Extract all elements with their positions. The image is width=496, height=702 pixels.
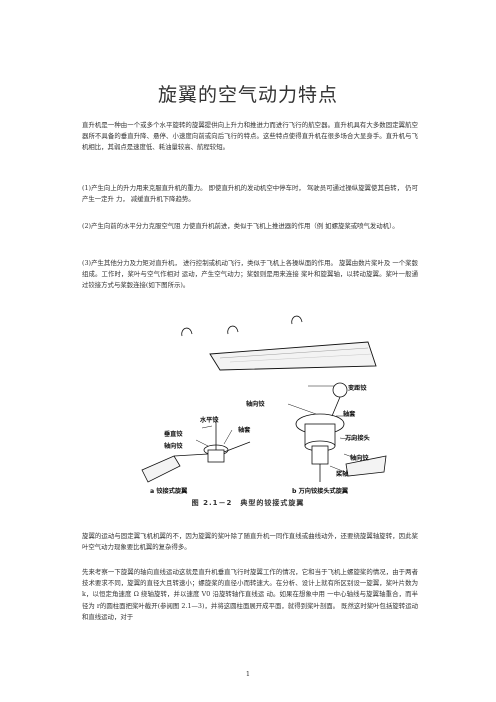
label-jiangzhou: 桨轴 [335,470,348,478]
rotation-arrows [181,315,303,337]
label-zhougai: 轴套 [343,410,356,418]
label-wanxiang-jietou: 万向接头 [344,434,370,442]
hub-a [173,416,251,463]
rotor-hinge-figure: 变距铰 轴向铰 轴套 水平铰 轴套 垂直铰 轴向铰 万向接头 轴向铰 桨轴 a … [141,315,387,495]
blade-a [141,455,181,483]
label-zhouxiang-jiao-right: 轴向铰 [350,454,369,462]
label-sub-a: a 铰接式旋翼 [150,487,188,495]
item-3-paragraph: (3)产生其他分力及力矩对直升机， 进行控制或机动飞行，类似于飞机上各操纵面的作… [82,259,418,290]
label-sub-b: b 万向铰接头式旋翼 [292,487,349,495]
rotor-motion-paragraph: 旋翼的运动与固定翼飞机机翼的不，因为旋翼的桨叶除了随直升机一同作直线或曲线动外，… [82,532,418,552]
figure-caption: 图 2.1－2 典型的铰接式旋翼 [191,499,305,507]
intro-paragraph: 直升机是一种由一个或多个水平旋转的旋翼提供向上升力和推进力而进行飞行的航空器。直… [82,121,418,152]
blade-b-long [209,341,377,371]
page-title: 旋翼的空气动力特点 [157,84,338,106]
blade-b-short [345,455,387,477]
label-shuiping-jiao: 水平铰 [200,416,219,424]
page-number: 1 [245,670,251,678]
label-zhouxiang-jiao: 轴向铰 [246,400,265,408]
item-1-paragraph: (1)产生向上的升力用来克服直升机的重力。 即使直升机的发动机空中停车时， 驾驶… [82,184,418,204]
axial-motion-paragraph: 先来考察一下旋翼的轴向直线运动这就是直升机垂直飞行时旋翼工作的情况，它和当于飞机… [82,568,418,621]
label-zhougai-left: 轴套 [238,426,251,434]
leader-lines [195,385,356,473]
label-bianju-jiao: 变距铰 [348,384,367,392]
label-zhouxiang-jiao-left: 轴向铰 [164,442,183,450]
item-2-paragraph: (2)产生向前的水平分力克服空气阻 力使直升机前进，类似于飞机上推进器的作用（例… [82,222,399,230]
label-chuizhi-jiao: 垂直铰 [164,430,183,438]
hub-b [295,382,348,482]
